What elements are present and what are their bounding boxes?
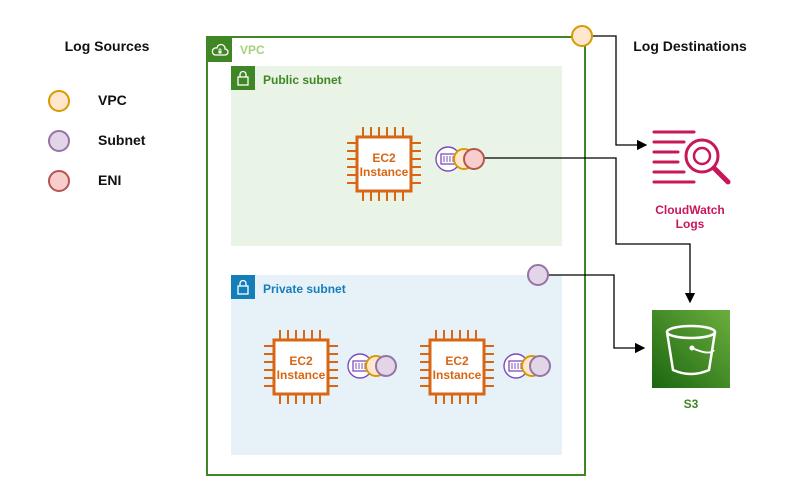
legend-item-subnet: Subnet — [48, 130, 188, 152]
eni-to-s3-arrow — [484, 157, 696, 304]
s3-bucket[interactable] — [652, 310, 730, 388]
padlock-icon — [231, 66, 255, 90]
cloudwatch-label-line1: CloudWatch — [655, 203, 725, 217]
ec2-label-line2: Instance — [432, 368, 482, 382]
legend-label-subnet: Subnet — [98, 132, 146, 148]
vpc-to-cloudwatch-arrow — [591, 35, 648, 151]
vpc-group[interactable]: VPC — [206, 36, 586, 476]
legend-label-vpc: VPC — [98, 92, 127, 108]
legend-label-eni: ENI — [98, 172, 122, 188]
log-sources-title: Log Sources — [64, 38, 150, 54]
subnet-to-s3-arrow — [546, 274, 646, 354]
ec2-label-line1: EC2 — [372, 151, 396, 165]
legend-item-eni: ENI — [48, 170, 188, 192]
ec2-label-line1: EC2 — [445, 354, 469, 368]
public-subnet-label: Public subnet — [263, 73, 342, 87]
ec2-instance-private-1[interactable]: EC2 Instance — [264, 330, 338, 404]
bucket-icon — [665, 324, 717, 376]
cloud-lock-icon — [208, 38, 232, 62]
subnet-source-dot-icon — [529, 355, 551, 377]
vpc-source-dot-icon — [48, 90, 70, 112]
vpc-label: VPC — [240, 43, 265, 57]
subnet-source-dot-icon — [375, 355, 397, 377]
vpc-flow-log-source-icon[interactable] — [571, 25, 593, 47]
ec2-label-line2: Instance — [359, 165, 409, 179]
ec2-label-line1: EC2 — [289, 354, 313, 368]
subnet-flow-log-source-icon[interactable] — [527, 264, 549, 286]
eni-flow-log-source-icon[interactable] — [463, 148, 485, 170]
legend-item-vpc: VPC — [48, 90, 188, 112]
log-destinations-title: Log Destinations — [633, 38, 747, 54]
eni-source-dot-icon — [48, 170, 70, 192]
cloudwatch-logs-label: CloudWatch Logs — [640, 203, 740, 231]
padlock-icon — [231, 275, 255, 299]
ec2-instance-public[interactable]: EC2 Instance — [347, 127, 421, 201]
ec2-instance-private-2[interactable]: EC2 Instance — [420, 330, 494, 404]
s3-label: S3 — [683, 397, 699, 411]
cloudwatch-logs-magnifier-icon[interactable] — [650, 126, 734, 190]
subnet-source-dot-icon — [48, 130, 70, 152]
private-subnet-label: Private subnet — [263, 282, 346, 296]
ec2-label-line2: Instance — [276, 368, 326, 382]
cloudwatch-label-line2: Logs — [675, 217, 705, 231]
